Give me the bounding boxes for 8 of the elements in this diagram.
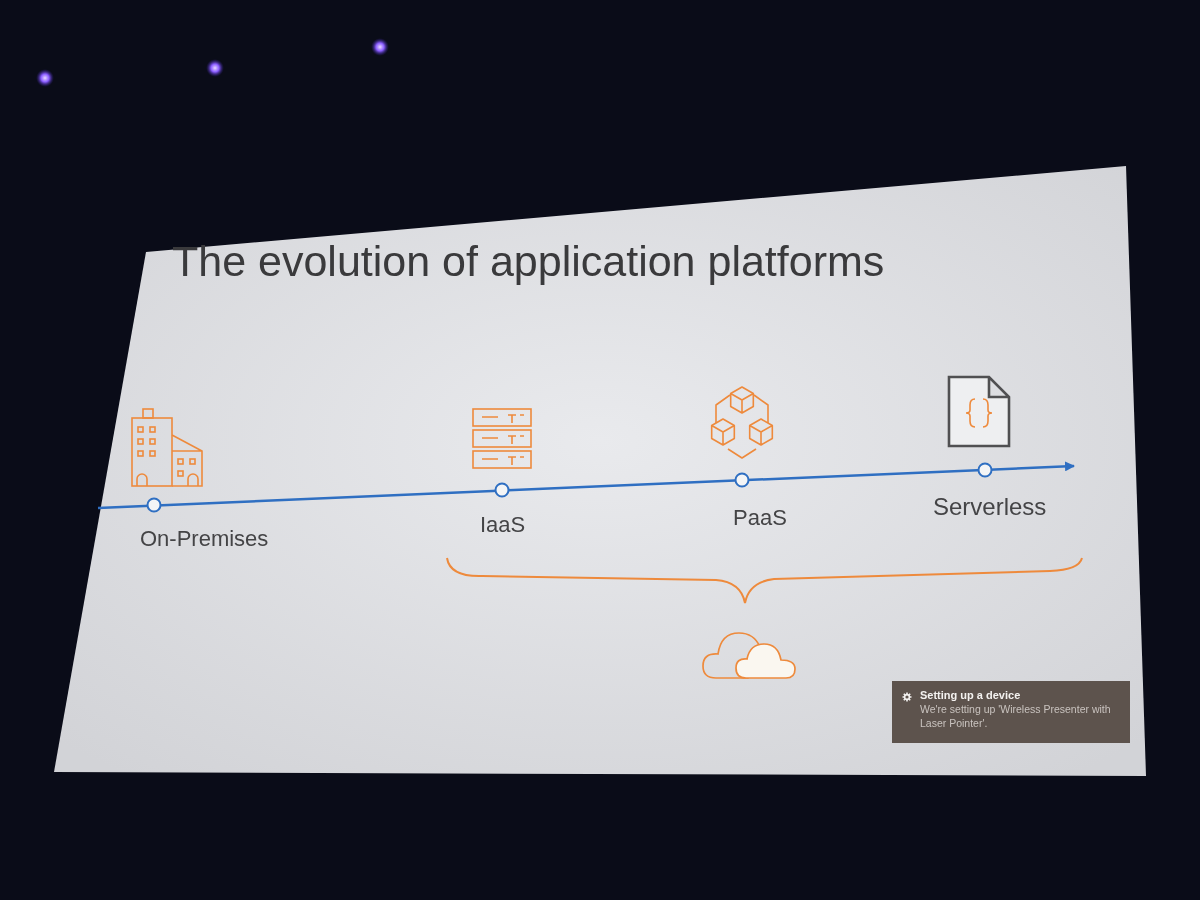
slide-title: The evolution of application platforms [172,238,885,286]
stage-label: Serverless [933,494,1047,521]
notification-message: We're setting up 'Wireless Presenter with Laser Pointer'. [920,703,1112,731]
stage-label: PaaS [733,506,787,531]
notification-title: Setting up a device [920,689,1021,703]
stage-label: On-Premises [140,527,269,552]
notification-panel [892,681,1130,743]
stage-label: IaaS [480,513,526,538]
